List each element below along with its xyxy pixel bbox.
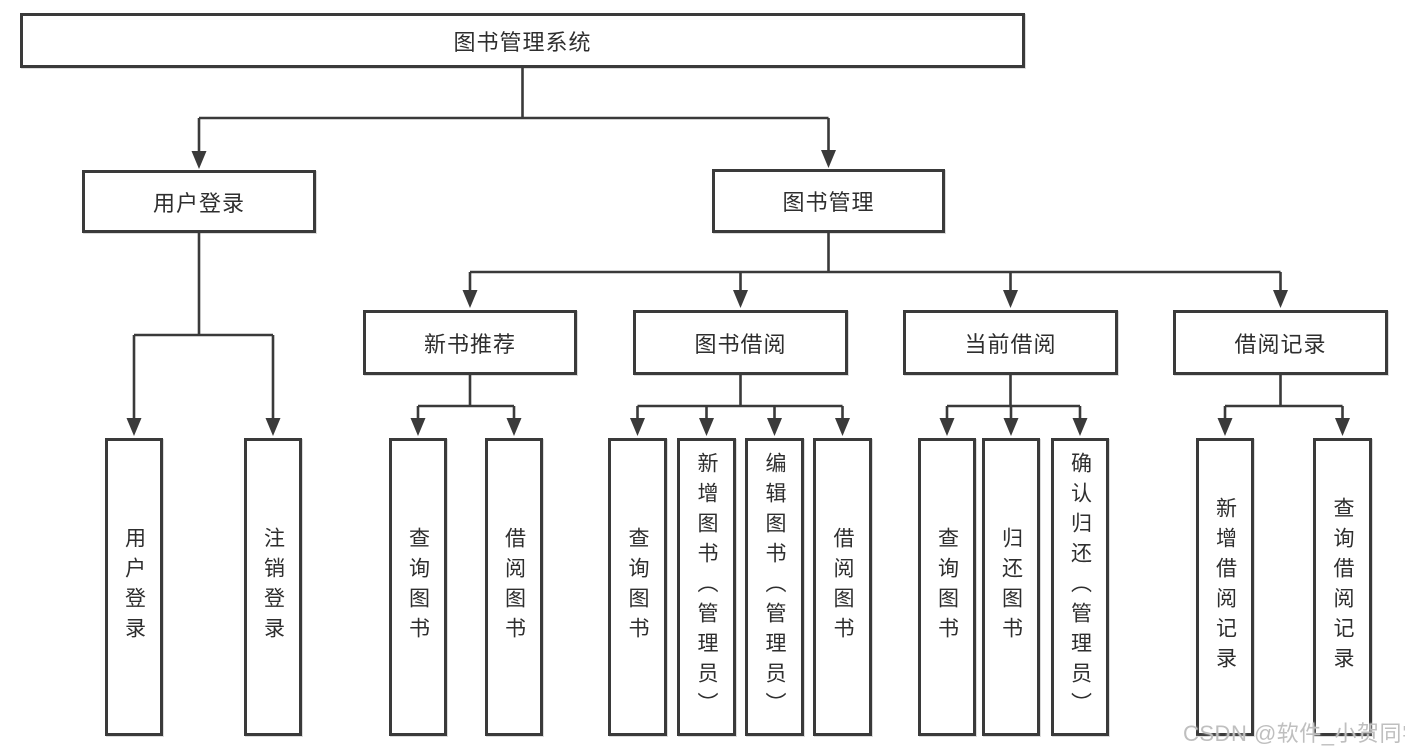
leaf-edit-book-admin: 编辑图书（管理员） bbox=[745, 438, 804, 736]
arrowhead-icon bbox=[1003, 290, 1018, 308]
arrowhead-icon bbox=[1072, 418, 1088, 436]
node-library-system: 图书管理系统 bbox=[20, 13, 1025, 68]
leaf-query-books-borrow: 查询图书 bbox=[608, 438, 667, 736]
node-label: 新书推荐 bbox=[423, 331, 516, 357]
node-label: 借阅图书 bbox=[502, 527, 526, 647]
arrowhead-icon bbox=[126, 418, 142, 436]
edge-borrowrecord-to-leaves bbox=[1223, 375, 1344, 420]
arrowhead-icon bbox=[506, 418, 522, 436]
node-user-login: 用户登录 bbox=[82, 170, 316, 233]
leaf-query-books-current: 查询图书 bbox=[918, 438, 976, 736]
arrowhead-icon bbox=[1273, 290, 1288, 308]
arrowhead-icon bbox=[410, 418, 426, 436]
node-label: 图书管理系统 bbox=[453, 29, 592, 55]
arrowhead-icon bbox=[1003, 418, 1019, 436]
node-label: 用户登录 bbox=[122, 527, 146, 647]
leaf-borrow-books-recommend: 借阅图书 bbox=[485, 438, 543, 736]
node-label: 借阅记录 bbox=[1234, 331, 1327, 357]
arrowheads bbox=[126, 150, 1350, 436]
arrowhead-icon bbox=[835, 418, 850, 436]
leaf-add-book-admin: 新增图书（管理员） bbox=[677, 438, 736, 736]
node-label: 图书管理 bbox=[782, 190, 875, 215]
arrowhead-icon bbox=[191, 151, 207, 169]
edge-bookmgmt-to-level3 bbox=[468, 233, 1282, 292]
edge-userlogin-to-leaves bbox=[132, 233, 275, 420]
arrowhead-icon bbox=[462, 290, 478, 308]
node-label: 查询借阅记录 bbox=[1331, 497, 1354, 677]
node-current-borrowing: 当前借阅 bbox=[903, 310, 1118, 375]
leaf-query-borrow-record: 查询借阅记录 bbox=[1313, 438, 1372, 736]
leaf-logout: 注销登录 bbox=[244, 438, 302, 736]
node-label: 借阅图书 bbox=[831, 527, 854, 647]
leaf-query-books-recommend: 查询图书 bbox=[389, 438, 447, 736]
arrowhead-icon bbox=[821, 150, 836, 168]
leaf-user-login: 用户登录 bbox=[105, 438, 163, 736]
node-label: 当前借阅 bbox=[964, 331, 1057, 357]
arrowhead-icon bbox=[1217, 418, 1233, 436]
arrowhead-icon bbox=[939, 418, 955, 436]
leaf-confirm-return-admin: 确认归还（管理员） bbox=[1051, 438, 1109, 736]
node-label: 归还图书 bbox=[999, 527, 1023, 647]
arrowhead-icon bbox=[1335, 418, 1350, 436]
edge-newbook-to-leaves bbox=[416, 375, 516, 420]
edge-root-to-level2 bbox=[197, 68, 830, 152]
node-label: 编辑图书（管理员） bbox=[763, 452, 786, 722]
arrowhead-icon bbox=[630, 418, 645, 436]
watermark-csdn: CSDN @软件_小贺同学 bbox=[1183, 721, 1405, 746]
arrowhead-icon bbox=[699, 418, 714, 436]
arrowhead-icon bbox=[767, 418, 782, 436]
leaf-add-borrow-record: 新增借阅记录 bbox=[1196, 438, 1254, 736]
node-label: 确认归还（管理员） bbox=[1068, 452, 1092, 722]
node-book-management: 图书管理 bbox=[712, 169, 945, 233]
leaf-return-books: 归还图书 bbox=[982, 438, 1040, 736]
node-label: 查询图书 bbox=[406, 527, 430, 647]
node-label: 注销登录 bbox=[261, 527, 285, 647]
node-label: 查询图书 bbox=[626, 527, 649, 647]
node-borrowing-records: 借阅记录 bbox=[1173, 310, 1388, 375]
node-label: 图书借阅 bbox=[694, 331, 787, 357]
node-book-borrowing: 图书借阅 bbox=[633, 310, 848, 375]
arrowhead-icon bbox=[265, 418, 281, 436]
node-new-book-recommend: 新书推荐 bbox=[363, 310, 577, 375]
node-label: 新增图书（管理员） bbox=[695, 452, 718, 722]
node-label: 新增借阅记录 bbox=[1213, 497, 1237, 677]
leaf-borrow-books: 借阅图书 bbox=[813, 438, 872, 736]
node-label: 用户登录 bbox=[152, 190, 245, 216]
edge-currentborrow-to-leaves bbox=[945, 375, 1082, 420]
edge-bookborrow-to-leaves bbox=[636, 375, 844, 420]
node-label: 查询图书 bbox=[935, 527, 959, 647]
arrowhead-icon bbox=[733, 290, 748, 308]
